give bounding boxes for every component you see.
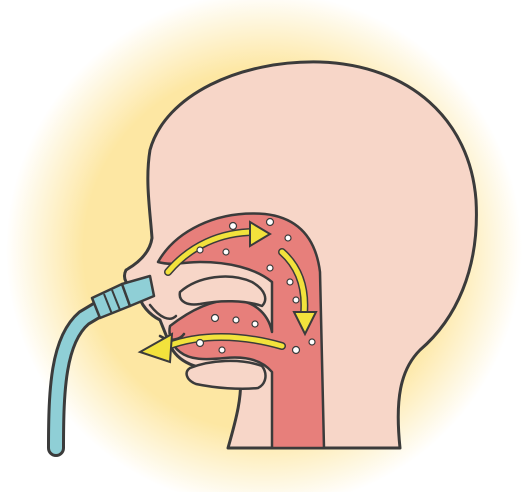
- water-bubble-icon: [230, 223, 237, 230]
- water-bubble-icon: [219, 347, 225, 353]
- water-bubble-icon: [223, 249, 229, 255]
- water-bubble-icon: [309, 339, 315, 345]
- water-bubble-icon: [233, 317, 239, 323]
- water-bubble-icon: [252, 321, 258, 327]
- water-bubble-icon: [197, 340, 204, 347]
- water-bubble-icon: [285, 235, 291, 241]
- water-bubble-icon: [197, 247, 203, 253]
- water-bubble-icon: [212, 315, 219, 322]
- water-bubble-icon: [267, 219, 274, 226]
- water-bubble-icon: [287, 279, 293, 285]
- water-bubble-icon: [293, 297, 299, 303]
- water-bubble-icon: [293, 347, 300, 354]
- tongue: [187, 361, 266, 389]
- water-bubble-icon: [267, 265, 273, 271]
